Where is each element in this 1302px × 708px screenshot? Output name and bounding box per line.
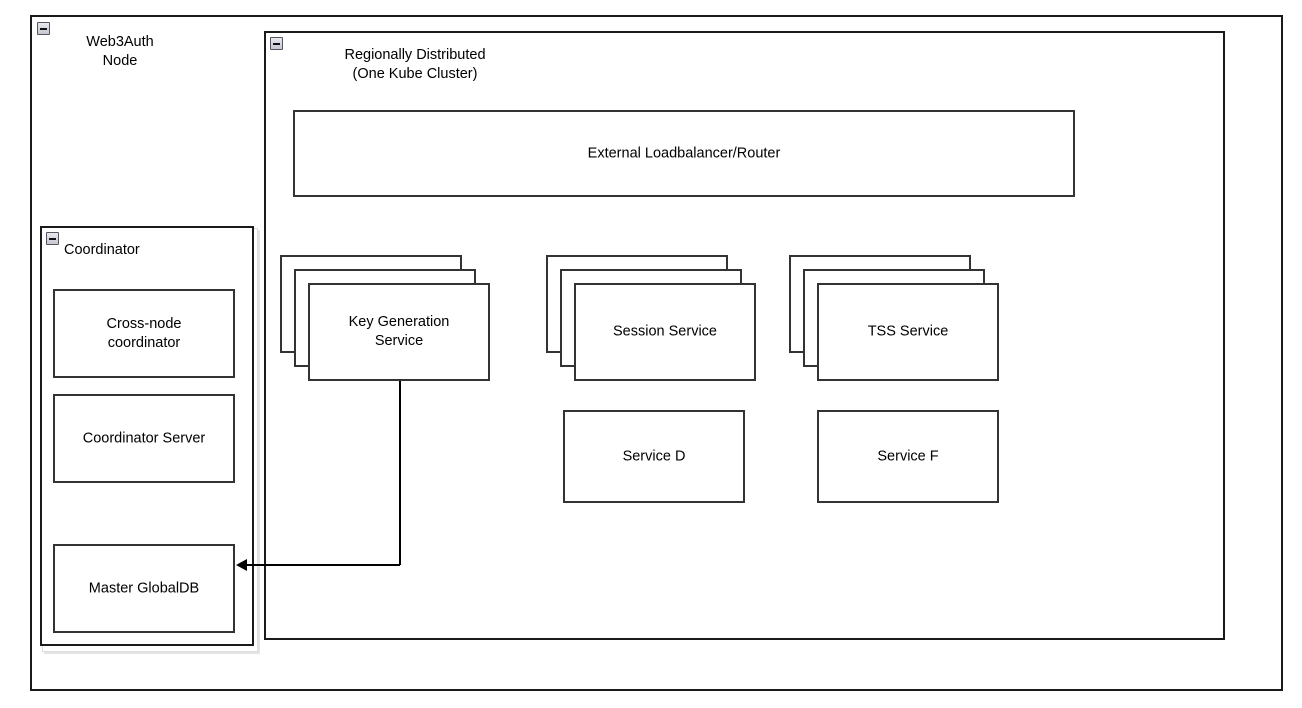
node-label-external-loadbalancer: External Loadbalancer/Router (587, 145, 781, 161)
node-label-service-d: Service D (622, 448, 686, 464)
connector-kgs-to-globaldb-vertical (399, 381, 401, 565)
node-tss-service[interactable]: TSS Service (789, 255, 999, 381)
node-external-loadbalancer[interactable]: External Loadbalancer/Router (293, 110, 1075, 197)
node-service-d[interactable]: Service D (563, 410, 745, 503)
node-label-master-globaldb: Master GlobalDB (88, 580, 200, 596)
node-label-coordinator-server: Coordinator Server (82, 430, 206, 446)
node-label-service-f: Service F (877, 448, 939, 464)
node-master-globaldb[interactable]: Master GlobalDB (53, 544, 235, 633)
node-key-generation-service[interactable]: Key Generation Service (280, 255, 490, 381)
replica-card-front[interactable]: Key Generation Service (308, 283, 490, 381)
node-label-cross-node-coordinator: Cross-node coordinator (106, 315, 182, 351)
collapse-minus-icon-web3auth-node[interactable] (37, 22, 50, 35)
node-cross-node-coordinator[interactable]: Cross-node coordinator (53, 289, 235, 378)
node-coordinator-server[interactable]: Coordinator Server (53, 394, 235, 483)
replica-card-front[interactable]: TSS Service (817, 283, 999, 381)
node-session-service[interactable]: Session Service (546, 255, 756, 381)
connector-kgs-to-globaldb-horizontal (247, 564, 400, 566)
replica-card-front[interactable]: Session Service (574, 283, 756, 381)
collapse-minus-icon-coordinator[interactable] (46, 232, 59, 245)
node-label-session-service: Session Service (613, 323, 717, 340)
collapse-minus-icon-kube-cluster[interactable] (270, 37, 283, 50)
node-service-f[interactable]: Service F (817, 410, 999, 503)
node-label-key-generation-service: Key Generation Service (348, 314, 450, 349)
arrow-head-left-globaldb (236, 559, 247, 571)
node-label-tss-service: TSS Service (867, 323, 949, 340)
